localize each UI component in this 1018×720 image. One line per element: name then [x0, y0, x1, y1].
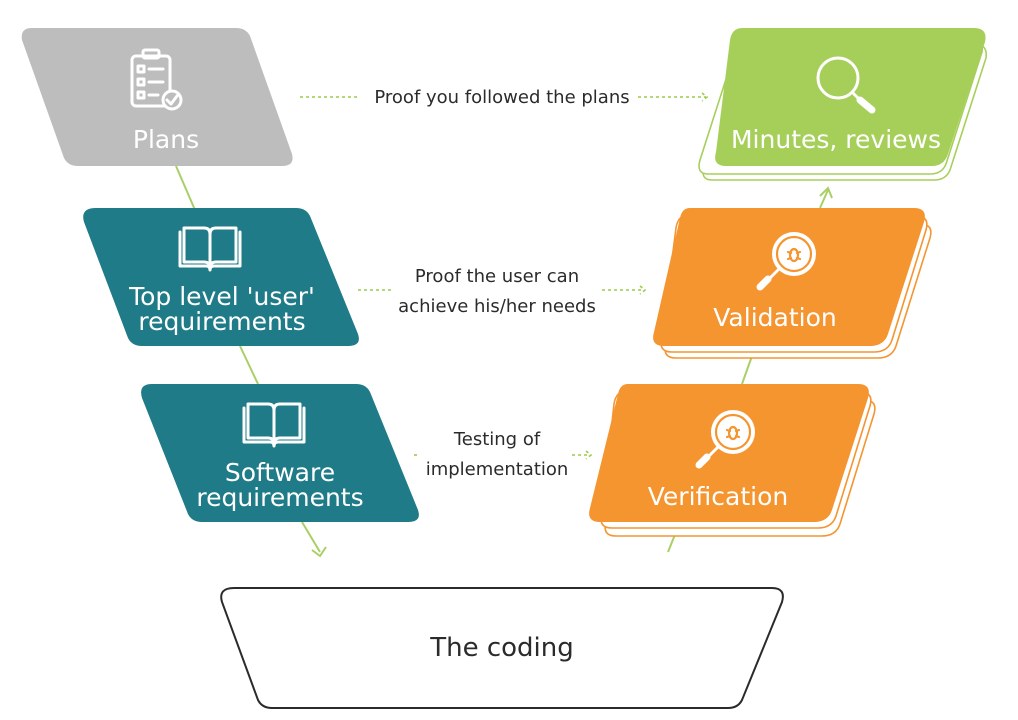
- conn-software-verification-label-1: Testing of: [453, 429, 541, 450]
- open-book-icon: [242, 402, 306, 448]
- software-req-label-1: Software: [225, 458, 335, 487]
- plans-label: Plans: [133, 125, 199, 154]
- coding-box: [220, 587, 784, 709]
- magnifier-icon: [816, 56, 876, 114]
- minutes-label: Minutes, reviews: [731, 125, 941, 154]
- validation-box: [653, 208, 925, 346]
- software-req-box: [141, 384, 419, 522]
- verification-label: Verification: [648, 482, 788, 511]
- minutes-box: [715, 28, 986, 166]
- checklist-clipboard-icon: [130, 48, 183, 111]
- conn-user-validation-label-1: Proof the user can: [415, 266, 579, 287]
- user-req-label-1: Top level 'user': [128, 282, 315, 311]
- conn-software-verification-label-2: implementation: [426, 459, 569, 480]
- conn-plans-minutes-label: Proof you followed the plans: [374, 87, 629, 108]
- bug-magnifier-icon: [695, 410, 755, 469]
- bug-magnifier-icon: [756, 232, 816, 291]
- link-software-coding: [301, 521, 321, 553]
- link-validation-minutes: [819, 189, 829, 209]
- arrow-to-minutes: [819, 186, 833, 199]
- user-req-box: [83, 208, 359, 346]
- software-req-label-2: requirements: [196, 483, 363, 512]
- plans-box: [21, 28, 293, 166]
- open-book-icon: [178, 226, 242, 272]
- conn-user-validation-label-2: achieve his/her needs: [398, 296, 596, 317]
- dotted-arrow-head: [701, 92, 709, 102]
- coding-label: The coding: [429, 633, 574, 663]
- link-plans-user: [175, 165, 196, 211]
- validation-label: Validation: [713, 303, 836, 332]
- dotted-arrow-head: [639, 285, 647, 295]
- arrow-to-coding: [311, 546, 327, 558]
- user-req-label-2: requirements: [138, 307, 305, 336]
- link-user-software: [239, 345, 259, 385]
- link-verification-validation: [741, 355, 753, 385]
- dotted-arrow-head: [585, 450, 593, 460]
